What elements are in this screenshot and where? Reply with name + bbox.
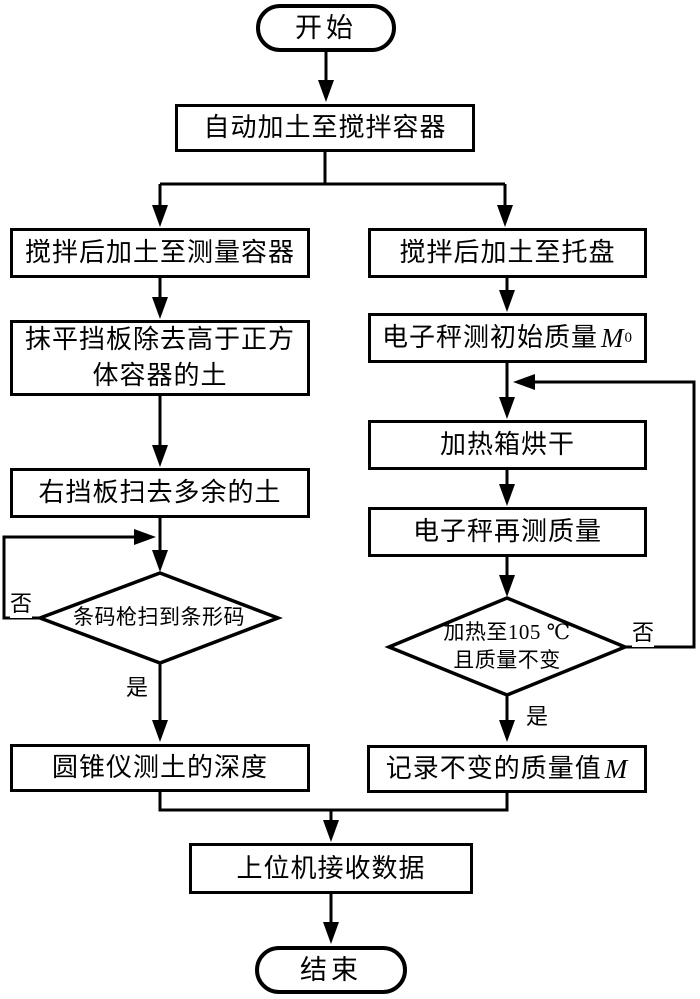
process-label-line1: 抹平挡板除去高于正方 [24, 325, 295, 355]
no-text: 否 [632, 620, 655, 645]
connector-left-merge [158, 792, 331, 812]
arrowhead [323, 922, 339, 944]
arrowhead [134, 529, 156, 545]
process-label: 电子秤再测质量 [412, 517, 602, 547]
connector-branch-split [158, 152, 507, 208]
process-label: 搅拌后加土至测量容器 [24, 238, 295, 268]
variable-m: M [604, 753, 629, 784]
arrowhead [152, 720, 168, 742]
variable-m0: M [601, 322, 625, 353]
decision-barcode-diamond [35, 571, 283, 665]
arrowhead [152, 550, 168, 572]
arrowhead [499, 484, 515, 506]
start-label: 开始 [295, 12, 357, 43]
arrowhead [497, 205, 513, 227]
right-yes-label: 是 [526, 699, 549, 731]
start-terminator: 开始 [256, 4, 396, 52]
end-terminator: 结束 [255, 946, 407, 994]
yes-text: 是 [126, 675, 149, 700]
left-no-label: 否 [10, 586, 33, 618]
process-label: 搅拌后加土至托盘 [399, 238, 616, 268]
process-remeasure-mass: 电子秤再测质量 [368, 507, 647, 557]
connector-lines [2, 52, 696, 925]
right-no-label: 否 [632, 615, 655, 647]
connector-right-no-loop [533, 380, 696, 649]
arrowhead [499, 290, 515, 312]
arrowhead [499, 720, 515, 742]
process-label: 右挡板扫去多余的土 [38, 478, 282, 508]
decision-label: 条码枪扫到条形码 [73, 605, 245, 630]
arrowhead [318, 80, 334, 102]
yes-text: 是 [526, 704, 549, 729]
process-right-board-sweep: 右挡板扫去多余的土 [10, 468, 310, 518]
arrowheads [134, 80, 535, 944]
process-label-line2: 体容器的土 [92, 361, 228, 390]
arrowhead [499, 575, 515, 597]
process-auto-add-soil-mixer: 自动加土至搅拌容器 [175, 104, 475, 152]
connector-right-merge [331, 793, 509, 812]
process-label: 加热箱烘干 [439, 430, 575, 460]
decision-label-line2: 且质量不变 [453, 647, 561, 672]
arrowhead [152, 297, 168, 319]
arrowhead [323, 820, 339, 842]
process-heating-box-dry: 加热箱烘干 [368, 420, 647, 470]
process-label: 圆锥仪测土的深度 [51, 753, 268, 783]
process-label: 上位机接收数据 [236, 853, 426, 883]
arrowhead [152, 445, 168, 467]
process-scrape-board-remove-soil: 抹平挡板除去高于正方 体容器的土 [10, 320, 310, 396]
process-label: 自动加土至搅拌容器 [203, 113, 447, 143]
process-label: 电子秤测初始质量 [381, 323, 598, 353]
decision-barcode-text: 条码枪扫到条形码 [45, 576, 273, 660]
process-host-receive-data: 上位机接收数据 [189, 843, 473, 894]
no-text: 否 [10, 591, 33, 616]
arrowhead [152, 205, 168, 227]
process-add-soil-measuring-container: 搅拌后加土至测量容器 [10, 228, 310, 278]
process-label: 记录不变的质量值 [385, 754, 602, 784]
arrowhead [499, 397, 515, 419]
connector-left-no-loop [2, 535, 136, 620]
decision-diamonds [35, 571, 630, 697]
process-cone-measure-depth: 圆锥仪测土的深度 [10, 744, 310, 792]
decision-heating-text: 加热至105 ℃ 且质量不变 [392, 600, 622, 693]
variable-m0-subscript: 0 [624, 330, 633, 346]
end-label: 结束 [300, 954, 362, 985]
process-add-soil-tray: 搅拌后加土至托盘 [368, 228, 647, 278]
decision-label-line1: 加热至105 ℃ [443, 620, 571, 645]
decision-heating-diamond [384, 596, 630, 697]
arrowhead [513, 374, 535, 390]
left-yes-label: 是 [126, 670, 149, 702]
